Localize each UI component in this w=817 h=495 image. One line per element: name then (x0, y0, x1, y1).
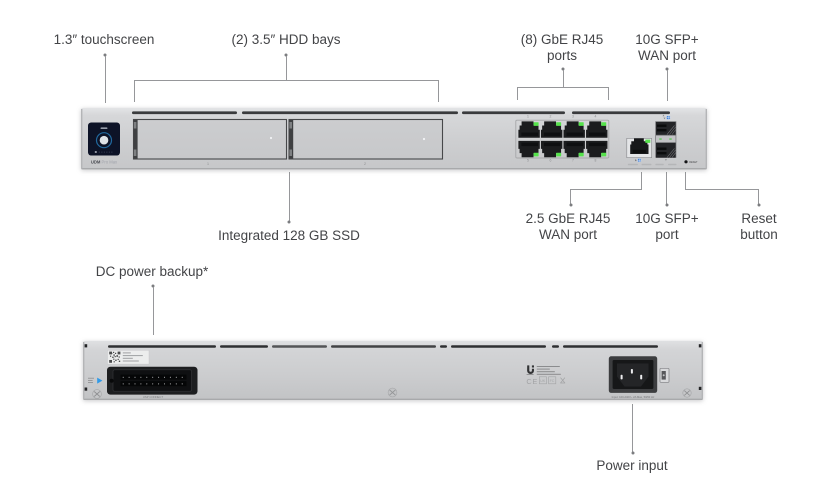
svg-text:C E: C E (526, 377, 537, 386)
svg-text:1: 1 (527, 114, 529, 118)
svg-text:USP CONNECT: USP CONNECT (143, 395, 164, 399)
svg-text:7: 7 (572, 159, 574, 163)
svg-text:3: 3 (572, 114, 574, 118)
svg-text:1: 1 (207, 162, 209, 166)
svg-text:FC: FC (550, 379, 555, 383)
svg-text:UK: UK (540, 379, 546, 383)
svg-text:Input: 100-240V~ 2A Max, 50/60: Input: 100-240V~ 2A Max, 50/60 Hz (612, 395, 655, 399)
svg-text:4: 4 (595, 114, 597, 118)
svg-text:6: 6 (550, 159, 552, 163)
svg-text:UDM Pro Max: UDM Pro Max (91, 159, 118, 164)
svg-text:2: 2 (550, 114, 552, 118)
svg-text:RESET: RESET (689, 161, 698, 164)
svg-text:8: 8 (595, 159, 597, 163)
svg-text:2: 2 (364, 162, 366, 166)
svg-text:5: 5 (527, 159, 529, 163)
